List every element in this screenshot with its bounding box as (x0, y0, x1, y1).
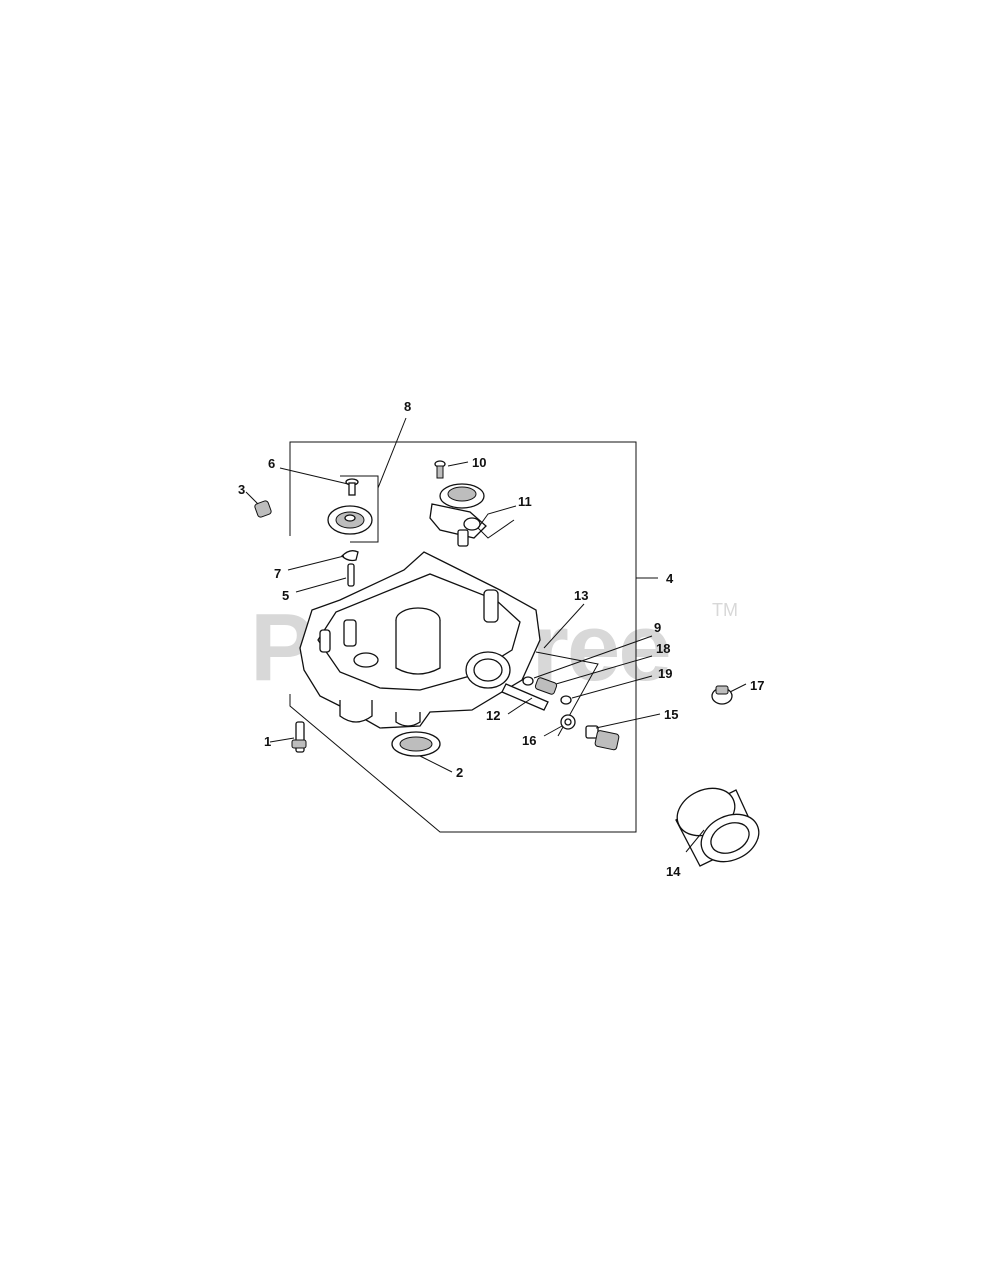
subassembly-frame-8 (340, 475, 379, 543)
gear-part-8 (327, 505, 373, 535)
watermark-trademark: TM (712, 600, 738, 620)
tube-part-12 (501, 683, 549, 711)
oil-seal-part-2 (391, 731, 441, 757)
leader-13-group (535, 651, 599, 737)
callout-15: 15 (664, 707, 678, 722)
leader-13 (543, 603, 585, 649)
callout-12: 12 (486, 708, 500, 723)
callout-16: 16 (522, 733, 536, 748)
leader-5 (295, 577, 347, 593)
leader-14 (685, 829, 705, 853)
callout-10: 10 (472, 455, 486, 470)
plug-part-3 (254, 500, 272, 518)
leader-17 (729, 683, 747, 693)
callout-18: 18 (656, 641, 670, 656)
oil-pump-part-11 (429, 483, 487, 547)
callout-17: 17 (750, 678, 764, 693)
fitting-part-15 (585, 725, 620, 751)
screw-part-10 (434, 460, 446, 479)
leader-12 (507, 697, 533, 715)
leader-15 (595, 713, 661, 729)
callout-7: 7 (274, 566, 281, 581)
valve-part-18 (534, 677, 558, 695)
leader-8 (377, 417, 407, 489)
callout-3: 3 (238, 482, 245, 497)
callout-11: 11 (518, 494, 532, 509)
leader-16 (543, 725, 563, 737)
callout-5: 5 (282, 588, 289, 603)
leader-7 (287, 555, 345, 571)
oil-filter-part-14 (675, 787, 760, 867)
o-ring-part-19 (560, 695, 572, 705)
bolt-part-1 (291, 721, 307, 753)
callout-14: 14 (666, 864, 681, 879)
leader-18 (555, 655, 653, 685)
callout-2: 2 (456, 765, 463, 780)
o-ring-part-9 (522, 676, 534, 686)
leader-19 (571, 675, 653, 699)
callout-13: 13 (574, 588, 588, 603)
sender-part-17 (711, 685, 733, 705)
callout-8: 8 (404, 399, 411, 414)
clip-part-7 (341, 550, 359, 562)
leader-11 (477, 505, 517, 539)
assembly-frame (289, 441, 637, 833)
dowel-part-5 (347, 563, 355, 587)
leader-3 (245, 491, 259, 505)
washer-part-16 (560, 714, 576, 730)
pin-part-6 (345, 478, 359, 496)
leader-6 (279, 467, 349, 485)
callout-6: 6 (268, 456, 275, 471)
leader-2 (419, 755, 453, 773)
callout-9: 9 (654, 620, 661, 635)
callout-19: 19 (658, 666, 672, 681)
callout-1: 1 (264, 734, 271, 749)
leader-10 (447, 461, 469, 467)
callout-4: 4 (666, 571, 674, 586)
oil-pan (299, 551, 541, 729)
leader-9 (533, 635, 653, 679)
leader-1 (269, 737, 295, 743)
